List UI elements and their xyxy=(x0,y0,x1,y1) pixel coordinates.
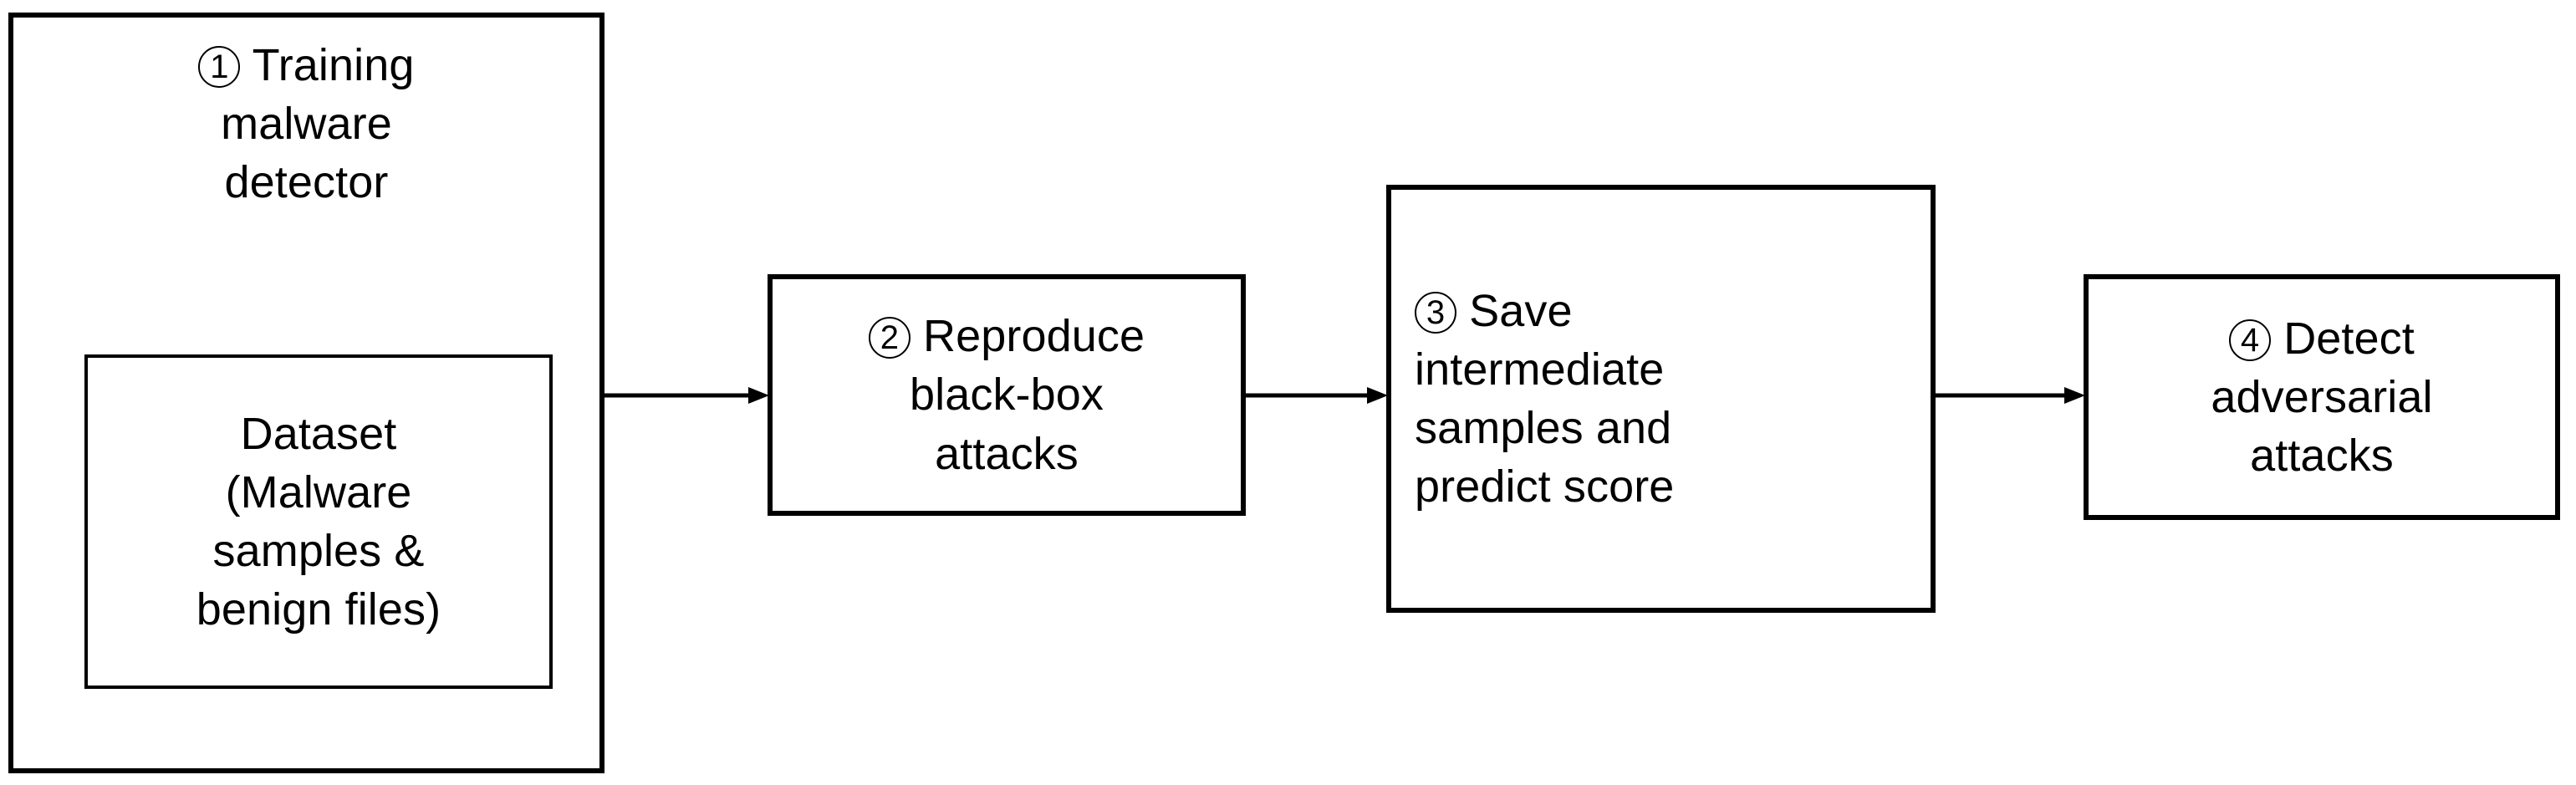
node-1-label: 1 Training malware detector xyxy=(13,36,599,212)
node-3-first-line: Save xyxy=(1469,285,1573,336)
node-1-first-line: Training xyxy=(252,40,415,90)
arrow-node1-to-node2 xyxy=(604,387,769,404)
node-1-rest-lines: malware detector xyxy=(221,99,392,208)
step-number-2-icon: 2 xyxy=(868,317,911,359)
step-number-4-icon: 4 xyxy=(2229,319,2272,361)
node-dataset-label: Dataset (Malware samples & benign files) xyxy=(93,405,544,640)
node-3-rest-lines: intermediate samples and predict score xyxy=(1415,344,1675,512)
node-3-label: 3 Save intermediate samples and predict s… xyxy=(1415,282,1907,517)
step-number-3-icon: 3 xyxy=(1415,291,1456,334)
step-number-1-icon: 1 xyxy=(198,46,241,88)
node-2-rest-lines: black-box attacks xyxy=(909,370,1104,479)
node-dataset-first-line: Dataset xyxy=(240,408,397,459)
node-4-label: 4 Detect adversarial attacks xyxy=(2211,309,2432,486)
node-4-rest-lines: adversarial attacks xyxy=(2211,371,2433,482)
node-2-first-line: Reproduce xyxy=(923,311,1145,362)
node-dataset-rest-lines: (Malware samples & benign files) xyxy=(196,466,441,635)
node-reproduce-black-box-attacks[interactable]: 2 Reproduce black-box attacks xyxy=(768,274,1246,516)
node-save-intermediate-samples[interactable]: 3 Save intermediate samples and predict s… xyxy=(1386,185,1936,613)
node-training-malware-detector[interactable]: 1 Training malware detector Dataset (Malwa… xyxy=(8,13,604,773)
node-4-first-line: Detect xyxy=(2283,313,2415,364)
node-detect-adversarial-attacks[interactable]: 4 Detect adversarial attacks xyxy=(2084,274,2560,520)
arrow-node3-to-node4 xyxy=(1936,387,2085,404)
arrow-node2-to-node3 xyxy=(1246,387,1388,404)
node-2-label: 2 Reproduce black-box attacks xyxy=(868,307,1145,483)
node-dataset[interactable]: Dataset (Malware samples & benign files) xyxy=(84,354,553,689)
